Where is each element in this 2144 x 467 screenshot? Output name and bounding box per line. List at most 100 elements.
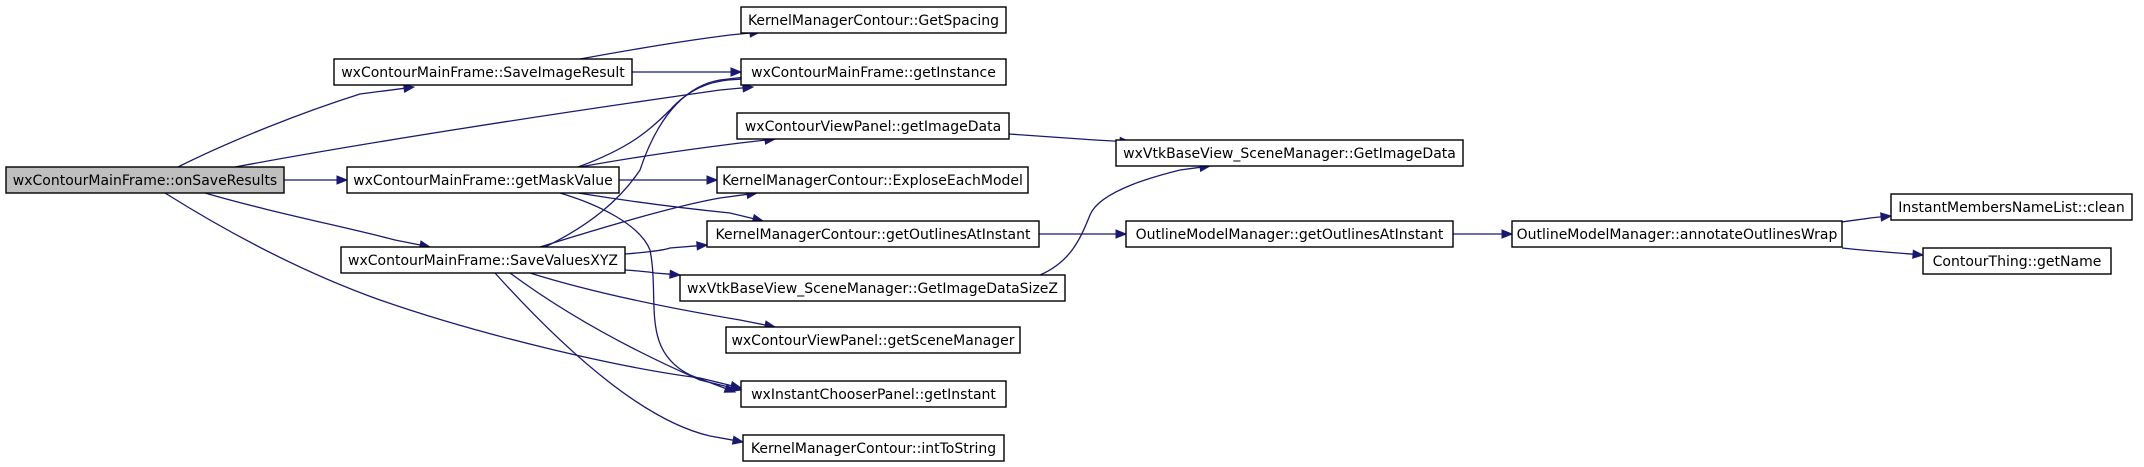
edge-line <box>624 245 698 255</box>
node-annotateOutlinesWrap[interactable]: OutlineModelManager::annotateOutlinesWra… <box>1511 220 1843 248</box>
node-box[interactable] <box>679 274 1066 302</box>
node-clean[interactable]: InstantMembersNameList::clean <box>1890 193 2133 221</box>
node-KMC_getOutlinesAtInstant[interactable]: KernelManagerContour::getOutlinesAtInsta… <box>706 220 1040 248</box>
edge-line <box>544 76 745 248</box>
node-getImageData[interactable]: wxContourViewPanel::getImageData <box>736 112 1010 140</box>
node-box[interactable] <box>346 166 620 194</box>
edge-line <box>494 272 734 441</box>
edge-SaveValuesXYZ-to-KMC_getOutlinesAtInstant <box>624 241 709 255</box>
node-label: KernelManagerContour::GetSpacing <box>748 13 999 29</box>
node-OMM_getOutlinesAtInstant[interactable]: OutlineModelManager::getOutlinesAtInstan… <box>1125 220 1454 248</box>
node-box[interactable] <box>1125 220 1454 248</box>
node-box[interactable] <box>5 166 285 194</box>
node-label: wxContourViewPanel::getImageData <box>745 119 1001 135</box>
node-label: wxContourMainFrame::SaveImageResult <box>341 65 625 81</box>
node-GetImageDataSizeZ[interactable]: wxVtkBaseView_SceneManager::GetImageData… <box>679 274 1066 302</box>
node-label: wxContourMainFrame::getMaskValue <box>353 173 613 189</box>
edge-line <box>234 87 744 168</box>
edge-line <box>579 139 766 168</box>
node-getInstance[interactable]: wxContourMainFrame::getInstance <box>740 58 1007 86</box>
edge-arrowhead <box>1880 212 1893 222</box>
edge-line <box>529 272 766 326</box>
node-SaveImageResult[interactable]: wxContourMainFrame::SaveImageResult <box>333 58 633 86</box>
edge-arrowhead <box>669 269 682 279</box>
node-label: OutlineModelManager::getOutlinesAtInstan… <box>1136 227 1444 243</box>
node-box[interactable] <box>333 58 633 86</box>
edge-line <box>1039 166 1201 276</box>
node-box[interactable] <box>340 246 626 274</box>
node-getInstant[interactable]: wxInstantChooserPanel::getInstant <box>740 380 1007 408</box>
edge-arrowhead <box>730 67 743 77</box>
node-layer: wxContourMainFrame::onSaveResultswxConto… <box>5 6 2133 462</box>
edge-line <box>509 272 732 389</box>
node-onSaveResults[interactable]: wxContourMainFrame::onSaveResults <box>5 166 285 194</box>
node-box[interactable] <box>736 112 1010 140</box>
node-box[interactable] <box>1890 193 2133 221</box>
edge-arrowhead <box>336 175 349 185</box>
edge-onSaveResults-to-getMaskValue <box>284 175 349 185</box>
edge-line <box>1841 247 1914 255</box>
node-box[interactable] <box>706 220 1040 248</box>
node-box[interactable] <box>740 58 1007 86</box>
node-SaveValuesXYZ[interactable]: wxContourMainFrame::SaveValuesXYZ <box>340 246 626 274</box>
node-label: KernelManagerContour::getOutlinesAtInsta… <box>716 227 1031 243</box>
node-label: wxVtkBaseView_SceneManager::GetImageData… <box>687 281 1058 297</box>
edge-onSaveResults-to-SaveValuesXYZ <box>204 192 432 250</box>
edge-line <box>164 192 732 387</box>
node-box[interactable] <box>1511 220 1843 248</box>
edge-line <box>577 192 754 220</box>
node-box[interactable] <box>740 6 1007 34</box>
node-getSceneManager[interactable]: wxContourViewPanel::getSceneManager <box>725 326 1021 354</box>
edge-arrowhead <box>696 241 709 251</box>
node-label: wxContourMainFrame::onSaveResults <box>13 173 277 189</box>
edge-line <box>559 192 726 390</box>
node-label: ContourThing::getName <box>1933 254 2102 270</box>
edge-arrowhead <box>729 382 743 393</box>
node-getName[interactable]: ContourThing::getName <box>1922 247 2112 275</box>
node-box[interactable] <box>1922 247 2112 275</box>
edge-GetImageDataSizeZ-to-SM_GetImageData <box>1039 162 1212 276</box>
node-getMaskValue[interactable]: wxContourMainFrame::getMaskValue <box>346 166 620 194</box>
edge-SaveValuesXYZ-to-GetImageDataSizeZ <box>624 269 682 279</box>
node-label: wxContourMainFrame::SaveValuesXYZ <box>348 253 618 269</box>
node-box[interactable] <box>742 434 1005 462</box>
node-box[interactable] <box>1115 139 1464 167</box>
node-label: wxVtkBaseView_SceneManager::GetImageData <box>1123 146 1456 162</box>
edge-line <box>1841 216 1882 223</box>
node-label: KernelManagerContour::ExploseEachModel <box>722 173 1023 189</box>
edge-line <box>177 87 405 168</box>
node-label: wxInstantChooserPanel::getInstant <box>751 387 996 403</box>
edge-SaveImageResult-to-getInstance <box>632 67 743 77</box>
node-ExploseEachModel[interactable]: KernelManagerContour::ExploseEachModel <box>716 166 1029 194</box>
node-box[interactable] <box>740 380 1007 408</box>
node-GetSpacing[interactable]: KernelManagerContour::GetSpacing <box>740 6 1007 34</box>
node-box[interactable] <box>716 166 1029 194</box>
edge-onSaveResults-to-getInstant <box>164 192 743 391</box>
edge-SaveValuesXYZ-to-intToString <box>494 272 745 445</box>
node-label: InstantMembersNameList::clean <box>1898 200 2124 216</box>
edge-line <box>624 269 671 275</box>
edge-arrowhead <box>1501 229 1514 239</box>
edge-line <box>577 77 751 168</box>
edge-SaveValuesXYZ-to-getInstant <box>509 272 743 393</box>
edge-line <box>204 192 421 246</box>
edge-line <box>1008 133 1121 143</box>
node-label: KernelManagerContour::intToString <box>751 441 996 457</box>
node-box[interactable] <box>725 326 1021 354</box>
edge-SaveImageResult-to-GetSpacing <box>579 28 762 60</box>
edge-arrowhead <box>1115 229 1128 239</box>
node-SM_GetImageData[interactable]: wxVtkBaseView_SceneManager::GetImageData <box>1115 139 1464 167</box>
edge-line <box>539 193 748 248</box>
edge-getMaskValue-to-getImageData <box>579 135 777 168</box>
node-label: wxContourMainFrame::getInstance <box>751 65 996 81</box>
edge-getMaskValue-to-ExploseEachModel <box>619 175 719 185</box>
edge-onSaveResults-to-SaveImageResult <box>177 83 416 168</box>
edge-OMM_getOutlinesAtInstant-to-annotateOutlinesWrap <box>1453 229 1514 239</box>
edge-onSaveResults-to-getInstance <box>234 83 755 168</box>
edge-getImageData-to-SM_GetImageData <box>1008 133 1132 147</box>
edge-KMC_getOutlinesAtInstant-to-OMM_getOutlinesAtInstant <box>1039 229 1128 239</box>
node-label: wxContourViewPanel::getSceneManager <box>731 333 1014 349</box>
edge-arrowhead <box>731 435 745 445</box>
node-intToString[interactable]: KernelManagerContour::intToString <box>742 434 1005 462</box>
